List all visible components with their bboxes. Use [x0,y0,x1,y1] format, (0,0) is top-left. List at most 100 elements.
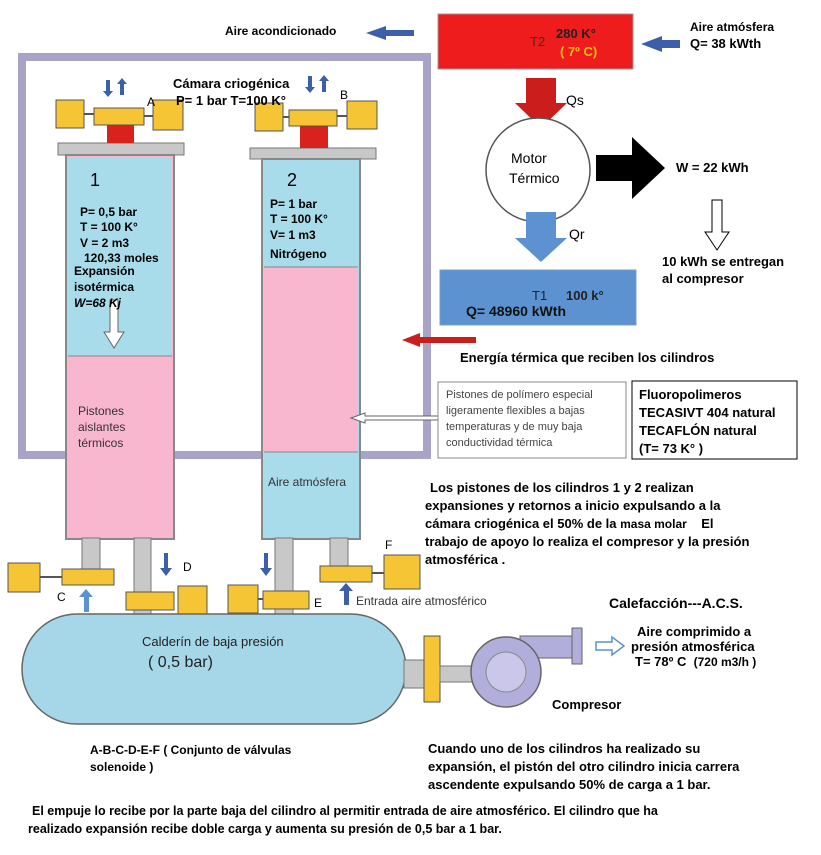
cylinder-1-gas [68,157,172,356]
cylinder-1-rod [107,122,134,143]
compressed-air-temp: T= 78º C [635,654,687,669]
valve-c-inlet-arrow [79,589,93,612]
valve-e-body [262,590,310,610]
atmosphere-air-label: Aire atmósfera [690,20,775,34]
low-pressure-tank [21,613,407,725]
paragraph1-line1: Los pistones de los cilindros 1 y 2 real… [430,480,694,495]
pipe-d [133,537,152,627]
paragraph1-line3-b: masa molar [620,517,687,531]
fluoro-line1: Fluoropolimeros [639,387,742,402]
tank-label-line2: ( 0,5 bar) [148,654,213,671]
fluoro-line4: (T= 73 K° ) [639,441,704,456]
paragraph2-line1: Cuando uno de los cilindros ha realizado… [428,741,701,756]
polymer-note-line1: Pistones de polímero especial [446,389,593,401]
valve-e-solenoid [227,584,259,614]
chamber-conditions: P= 1 bar T=100 K° [176,93,286,108]
bottom-line1: El empuje lo recibe por la parte baja de… [32,804,658,818]
paragraph1-line4: trabajo de apoyo lo realiza el compresor… [425,534,750,549]
polymer-note: Pistones de polímero especial ligerament… [446,387,593,451]
fluoropolymer-box [631,380,798,460]
valve-set-label: A-B-C-D-E-F ( Conjunto de válvulas solen… [90,742,291,776]
valve-f-inlet-arrow [339,583,353,605]
conditioned-air-label: Aire acondicionado [225,24,337,38]
atmosphere-input-arrow [641,36,680,52]
compressed-air-line2: presión atmosférica [631,639,755,654]
paragraph2-line3: ascendente expulsando 50% de carga a 1 b… [428,777,711,792]
valve-a-solenoid-left [55,99,85,129]
expansion-arrow [103,299,125,349]
valve-d-label: D [183,560,192,574]
compressor-energy-line1: 10 kWh se entregan [662,254,785,269]
pipe-e [274,537,294,627]
paragraph1-line3: cámara criogénica el 50% de la masa mola… [425,515,749,533]
chamber-title: Cámara criogénica [173,76,290,91]
paragraph1-line3-a: cámara criogénica el 50% de la [425,516,621,531]
tank-label-line1: Calderín de baja presión [142,634,284,649]
cylinder-1-work: W=68 Kj [74,296,122,310]
hot-source-box [437,13,634,70]
pipe-c [81,537,101,572]
cylinder-1-pressure: P= 0,5 bar [80,205,138,219]
conditioned-air-arrow [366,26,414,40]
valve-c-solenoid [7,562,41,593]
valve-set-line2: solenoide ) [90,760,154,774]
cylinder-1-expansion-line2: isotérmica [74,280,135,294]
valve-d-body [125,591,175,611]
compressed-air-line1: Aire comprimido a [637,624,752,639]
polymer-note-box [437,381,627,459]
valve-c-label: C [57,590,66,604]
valve-b-body [288,109,338,127]
qs-arrow [515,78,567,128]
valve-b-solenoid-right [346,100,378,130]
fluoro-line3: TECAFLÓN natural [639,423,757,438]
qr-label: Qr [569,226,585,242]
work-arrow [596,137,665,199]
bottom-paragraph: El empuje lo recibe por la parte baja de… [28,802,658,838]
cylinder-2-temperature: T = 100 K° [270,212,328,226]
compressor-flange [423,635,441,703]
cylinder-1-cap [57,142,185,156]
thermal-energy-arrow [402,333,476,347]
air-inlet-label: Entrada aire atmosférico [356,594,487,608]
cylinder-2-cap [249,147,377,160]
piston-label-line3: térmicos [78,436,124,450]
cylinder-1-number: 1 [90,170,101,190]
piston-label-line2: aislantes [78,420,126,434]
compressed-air-arrow [595,635,626,657]
valve-c-body [61,568,115,586]
valve-a-body [93,107,145,126]
cryogenic-chamber-frame [18,53,431,459]
engine-label-line1: Motor [511,150,547,166]
cylinder-2-gas: Nitrógeno [270,247,327,261]
qs-label: Qs [566,92,584,108]
cylinder-1-volume: V = 2 m3 [80,236,130,250]
heating-label: Calefacción---A.C.S. [609,595,743,611]
fluoropolymer-text: Fluoropolimeros TECASIVT 404 natural TEC… [639,386,776,458]
cylinder-2-pressure: P= 1 bar [270,197,318,211]
cylinder-1-temperature: T = 100 K° [80,220,138,234]
polymer-note-line2: ligeramente flexibles a bajas [446,405,585,417]
t1-label: T1 [532,288,548,303]
valve-f-body [319,565,373,583]
valve-e-label: E [314,596,323,610]
atmosphere-heat-label: Q= 38 kWth [690,36,762,51]
compressed-air-line3: T= 78º C (720 m3/h ) [631,654,756,670]
polymer-note-line3: temperaturas y de muy baja [446,421,583,433]
t2-label: T2 [530,34,546,49]
fluoro-line2: TECASIVT 404 natural [639,405,776,420]
valve-b-label: B [340,88,349,102]
valve-f-label: F [385,538,393,552]
cylinder-2-rod [300,124,328,148]
paragraph2-line2: expansión, el pistón del otro cilindro i… [428,759,740,774]
compressed-air-flow: (720 m3/h ) [693,655,757,669]
qr-arrow [515,212,567,262]
compressor-energy-arrow [704,199,730,251]
cylinder-2-piston [264,267,358,452]
cold-temperature: 100 k° [566,288,604,303]
hot-temperature: 280 K° [556,26,596,41]
compressor-energy-line2: al compresor [662,271,744,286]
cylinder-2-volume: V= 1 m3 [270,228,316,242]
paragraph-cylinder-cycle: Cuando uno de los cilindros ha realizado… [428,740,739,794]
hot-celsius: ( 7º C) [560,44,598,59]
